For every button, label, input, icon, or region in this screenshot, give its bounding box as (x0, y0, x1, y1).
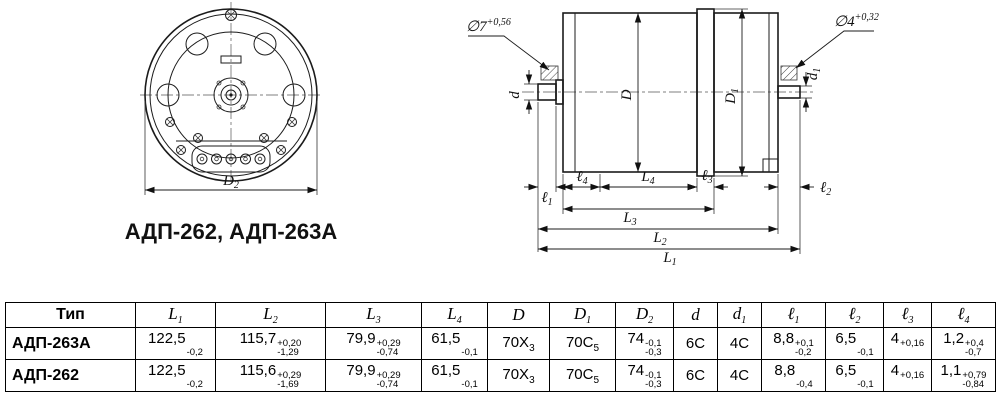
dimension-l4: ℓ4 (563, 169, 600, 191)
header-D: D (487, 302, 550, 328)
dim-value-cell: 79,9+0,29-0,74 (325, 359, 422, 392)
dimension-L4: L4 (600, 169, 697, 191)
header-D1: D1 (549, 302, 616, 328)
dim-value-cell: 1,2+0,4-0,7 (931, 327, 996, 360)
dim-value-cell: 70X3 (487, 359, 550, 392)
right-shaft (777, 65, 801, 99)
dim-value-cell: 6,5 -0,1 (825, 359, 884, 392)
dim-label-L4: L4 (640, 169, 654, 187)
dim-label-l2: ℓ2 (820, 180, 831, 198)
dim-value-cell: 4+0,16 (883, 327, 932, 360)
dimension-d1: d1 (800, 68, 823, 112)
dim-value-cell: 115,6+0,29-1,69 (215, 359, 326, 392)
dim-value-cell: 79,9+0,29-0,74 (325, 327, 422, 360)
top-screw (225, 9, 237, 21)
cover-screws (165, 117, 297, 155)
technical-drawing: D2 АДП-262, АДП-263А ∅7+0, (125, 2, 879, 268)
header-d1: d1 (717, 302, 762, 328)
motor-body (562, 8, 779, 177)
dim-value-cell: 6,5 -0,1 (825, 327, 884, 360)
header-L3: L3 (325, 302, 422, 328)
header-L1: L1 (135, 302, 216, 328)
shaft-hub (213, 55, 249, 113)
dim-label-D: D (619, 89, 635, 101)
header-D2: D2 (615, 302, 674, 328)
header-L2: L2 (215, 302, 326, 328)
dimension-D1: D1 (714, 8, 748, 177)
dimension-D2: D2 (144, 101, 318, 195)
dim-value-cell: 8,8+0,1-0,2 (761, 327, 826, 360)
dim-value-cell: 115,7+0,20-1,29 (215, 327, 326, 360)
dim-value-cell: 122,5 -0,2 (135, 359, 216, 392)
dim-value-cell: 6C (673, 359, 718, 392)
left-bearing-section (540, 65, 559, 81)
mounting-holes (156, 32, 306, 107)
dim-value-cell: 4C (717, 359, 762, 392)
dim-label-d1: d1 (805, 68, 823, 81)
callout-left-shaft-diameter: ∅7+0,56 (466, 17, 550, 71)
dim-label-L1: L1 (662, 250, 676, 268)
header-ℓ4: ℓ4 (931, 302, 996, 328)
dim-value-cell: 74-0,1-0,3 (615, 327, 674, 360)
dimension-d: d (507, 70, 538, 114)
dim-value-cell: 70C5 (549, 359, 616, 392)
header-ℓ1: ℓ1 (761, 302, 826, 328)
callout-right-label: ∅4+0,32 (834, 12, 879, 30)
dim-label-l3: ℓ3 (701, 168, 712, 186)
type-cell: АДП-263А (5, 327, 136, 360)
dim-value-cell: 61,5 -0,1 (421, 327, 488, 360)
header-ℓ3: ℓ3 (883, 302, 932, 328)
right-bearing-section (780, 65, 798, 81)
front-view-title: АДП-262, АДП-263А (125, 219, 338, 244)
dim-label-l1: ℓ1 (541, 190, 552, 208)
dim-label-D1: D1 (723, 88, 741, 105)
dim-value-cell: 6C (673, 327, 718, 360)
dim-value-cell: 122,5 -0,2 (135, 327, 216, 360)
type-cell: АДП-262 (5, 359, 136, 392)
terminal-block (176, 140, 287, 173)
side-view: ∅7+0,56 ∅4+0,32 D D1 d (466, 8, 879, 268)
dim-value-cell: 61,5 -0,1 (421, 359, 488, 392)
header-L4: L4 (421, 302, 488, 328)
header-type: Тип (5, 302, 136, 328)
dim-label-L2: L2 (652, 230, 666, 248)
dimension-l2: ℓ2 (764, 180, 831, 198)
dim-label-d: d (507, 91, 523, 99)
dim-value-cell: 70C5 (549, 327, 616, 360)
dimension-L1: L1 (538, 245, 800, 268)
dim-label-L3: L3 (622, 210, 636, 228)
dim-value-cell: 4C (717, 327, 762, 360)
dim-value-cell: 70X3 (487, 327, 550, 360)
dimension-l3: ℓ3 (683, 168, 728, 191)
callout-right-shaft-diameter: ∅4+0,32 (795, 12, 879, 69)
dim-value-cell: 8,8 -0,4 (761, 359, 826, 392)
dimension-L2: L2 (538, 225, 778, 248)
dim-value-cell: 4+0,16 (883, 359, 932, 392)
dim-label-D2: D2 (222, 173, 239, 191)
front-view: D2 АДП-262, АДП-263А (125, 2, 338, 244)
dim-value-cell: 1,1+0,79-0,84 (931, 359, 996, 392)
dimension-L3: L3 (563, 205, 714, 228)
callout-left-label: ∅7+0,56 (466, 17, 511, 35)
header-d: d (673, 302, 718, 328)
dim-value-cell: 74-0,1-0,3 (615, 359, 674, 392)
dim-label-l4: ℓ4 (576, 169, 587, 187)
header-ℓ2: ℓ2 (825, 302, 884, 328)
left-shaft (537, 65, 564, 105)
dimension-D: D (619, 13, 642, 172)
